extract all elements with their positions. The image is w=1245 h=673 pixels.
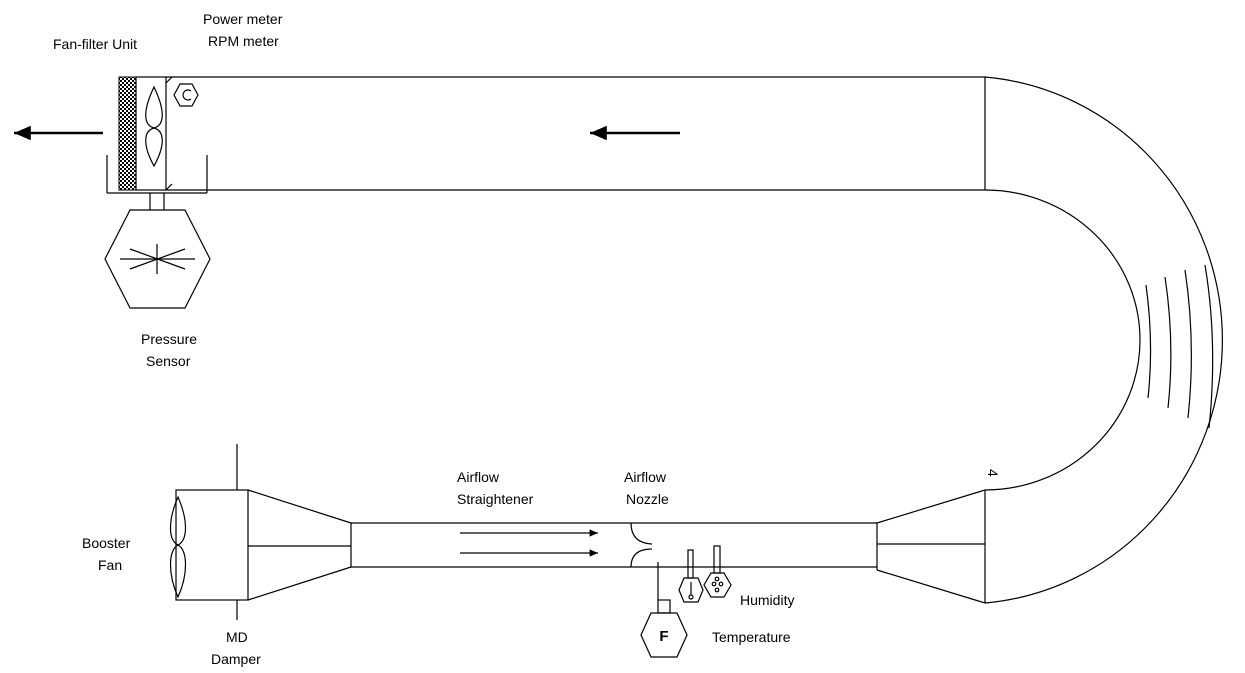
md-damper-label-2: Damper: [211, 651, 261, 667]
humidity-probe: [703, 545, 732, 598]
u-bend: [984, 76, 1223, 604]
humidity-label: Humidity: [740, 592, 794, 608]
fan-blade-icon: [169, 495, 187, 546]
fan-blade-icon: [145, 127, 163, 168]
fan-blade-icon: [145, 85, 163, 129]
filter-media: [118, 76, 137, 191]
airflow-straightener-label-1: Airflow: [457, 469, 500, 485]
flow-sensor-symbol: F: [659, 628, 668, 645]
fan-filter-unit-label: Fan-filter Unit: [53, 36, 137, 52]
bend-mark: 4: [985, 469, 1001, 477]
upper-duct: [166, 76, 986, 191]
fan-blade-icon: [169, 544, 187, 599]
power-rpm-meter: [173, 83, 199, 107]
md-damper-label-1: MD: [226, 629, 248, 645]
turning-vane: [1204, 264, 1214, 429]
turning-vane: [1184, 269, 1192, 419]
pressure-sensor-label-1: Pressure: [141, 331, 197, 347]
booster-fan-label-2: Fan: [98, 557, 122, 573]
rpm-meter-label: RPM meter: [208, 33, 279, 49]
booster-fan-label-1: Booster: [82, 535, 131, 551]
turning-vane: [1164, 276, 1172, 409]
fan-filter-unit: [106, 76, 208, 194]
flow-sensor: F: [640, 599, 688, 658]
turning-vane: [1145, 284, 1152, 399]
pressure-sensor-label-2: Sensor: [146, 353, 191, 369]
airflow-nozzle-label-1: Airflow: [624, 469, 667, 485]
lower-duct: [247, 489, 986, 604]
airflow-nozzle: [630, 522, 659, 600]
temperature-probe: [678, 549, 704, 603]
pressure-sensor: [104, 193, 211, 309]
airflow-straightener-label-2: Straightener: [457, 491, 534, 507]
temperature-label: Temperature: [712, 629, 791, 645]
fan-housing: [135, 76, 167, 191]
booster-fan: [169, 444, 249, 620]
power-meter-label: Power meter: [203, 11, 283, 27]
airflow-nozzle-label-2: Nozzle: [626, 491, 669, 507]
